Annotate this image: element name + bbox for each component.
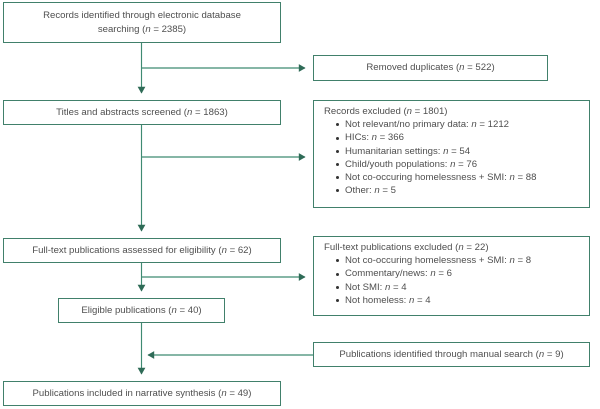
list-item: Humanitarian settings: n = 54 <box>336 145 583 158</box>
records-excluded-box: Records excluded (n = 1801) Not relevant… <box>313 100 590 208</box>
list-item: Not homeless: n = 4 <box>336 294 583 307</box>
fulltext-assessed-box: Full-text publications assessed for elig… <box>3 238 281 263</box>
list-item: Not relevant/no primary data: n = 1212 <box>336 118 583 131</box>
list-item: Other: n = 5 <box>336 184 583 197</box>
removed-duplicates-label: Removed duplicates (n = 522) <box>366 62 495 74</box>
list-item: Not SMI: n = 4 <box>336 281 583 294</box>
records-identified-line1: Records identified through electronic da… <box>43 10 241 22</box>
eligible-publications-label: Eligible publications (n = 40) <box>81 304 202 316</box>
records-excluded-list: Not relevant/no primary data: n = 1212 H… <box>324 118 583 197</box>
publications-included-box: Publications included in narrative synth… <box>3 381 281 406</box>
list-item: Not co-occuring homelessness + SMI: n = … <box>336 254 583 267</box>
list-item: Child/youth populations: n = 76 <box>336 158 583 171</box>
records-identified-line2: searching (n = 2385) <box>97 23 187 35</box>
fulltext-excluded-list: Not co-occuring homelessness + SMI: n = … <box>324 254 583 307</box>
fulltext-excluded-box: Full-text publications excluded (n = 22)… <box>313 236 590 316</box>
manual-search-box: Publications identified through manual s… <box>313 342 590 367</box>
list-item: Commentary/news: n = 6 <box>336 267 583 280</box>
records-excluded-header: Records excluded (n = 1801) <box>324 106 448 117</box>
records-identified-box: Records identified through electronic da… <box>3 2 281 43</box>
publications-included-label: Publications included in narrative synth… <box>32 387 252 399</box>
titles-abstracts-screened-label: Titles and abstracts screened (n = 1863) <box>56 106 228 118</box>
fulltext-assessed-label: Full-text publications assessed for elig… <box>32 244 252 256</box>
eligible-publications-box: Eligible publications (n = 40) <box>58 298 225 323</box>
titles-abstracts-screened-box: Titles and abstracts screened (n = 1863) <box>3 100 281 125</box>
removed-duplicates-box: Removed duplicates (n = 522) <box>313 55 548 81</box>
fulltext-excluded-header: Full-text publications excluded (n = 22) <box>324 242 489 253</box>
list-item: Not co-occuring homelessness + SMI: n = … <box>336 171 583 184</box>
manual-search-label: Publications identified through manual s… <box>339 348 564 360</box>
list-item: HICs: n = 366 <box>336 131 583 144</box>
